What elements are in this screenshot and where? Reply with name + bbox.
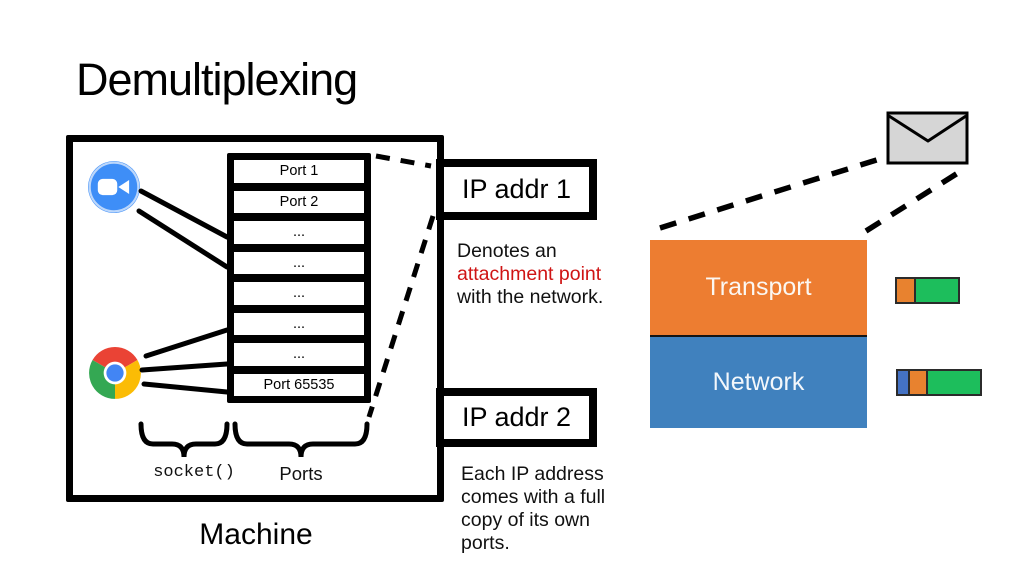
port-row: Port 65535 — [234, 373, 364, 396]
ip-addr-1-box: IP addr 1 — [436, 159, 597, 220]
transport-header-segment — [908, 369, 928, 396]
zoom-app-icon — [87, 160, 141, 214]
payload-segment — [914, 277, 960, 304]
network-layer-box: Network — [650, 335, 867, 428]
transport-header-segment — [895, 277, 916, 304]
description-line: Denotes an — [457, 240, 557, 262]
payload-segment — [926, 369, 982, 396]
transport-layer-label: Transport — [705, 273, 812, 301]
packet-bar-network — [896, 369, 982, 396]
description-line: Each IP address — [461, 463, 604, 485]
ip-addr-2-description: Each IP address comes with a full copy o… — [461, 463, 605, 555]
ip-addr-1-description: Denotes an attachment point with the net… — [457, 240, 603, 309]
port-row: ... — [234, 312, 364, 335]
description-line: with the network. — [457, 286, 604, 308]
description-line: copy of its own — [461, 509, 590, 531]
description-line: ports. — [461, 532, 510, 554]
transport-layer-box: Transport — [650, 240, 867, 335]
packet-bar-transport — [895, 277, 960, 304]
machine-label: Machine — [199, 518, 313, 551]
envelope-zoom-dashed-lines — [659, 154, 963, 234]
slide-title: Demultiplexing — [76, 54, 358, 105]
socket-label: socket() — [153, 463, 235, 482]
description-highlight: attachment point — [457, 263, 602, 285]
ports-label: Ports — [279, 463, 323, 484]
port-row: ... — [234, 221, 364, 244]
envelope-icon — [886, 111, 969, 165]
ip-addr-2-box: IP addr 2 — [436, 388, 597, 447]
chrome-app-icon — [88, 346, 142, 400]
port-table: Port 1 Port 2 ... ... ... ... ... Port 6… — [227, 153, 371, 403]
network-layer-label: Network — [712, 368, 805, 396]
description-line: comes with a full — [461, 486, 606, 508]
port-row: ... — [234, 251, 364, 274]
port-row: ... — [234, 282, 364, 305]
port-row: Port 2 — [234, 190, 364, 213]
port-row: ... — [234, 343, 364, 366]
port-row: Port 1 — [234, 160, 364, 183]
